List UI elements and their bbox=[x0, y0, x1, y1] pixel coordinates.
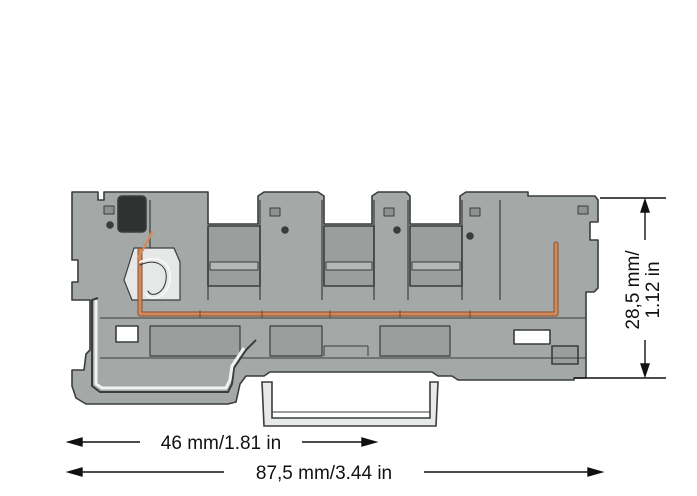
window-right bbox=[513, 329, 551, 345]
height-arrow-up bbox=[640, 197, 650, 213]
copper-busbar-icon bbox=[136, 230, 559, 318]
din-rail-clip-icon bbox=[261, 381, 439, 427]
total-width-arrow-right bbox=[587, 467, 605, 477]
marker-slot-5 bbox=[577, 205, 589, 215]
short-width-arrow-left bbox=[65, 437, 83, 447]
clamp-cavity bbox=[123, 247, 181, 301]
short-width-arrow-right bbox=[361, 437, 379, 447]
window-left bbox=[115, 325, 139, 343]
cavity-mid bbox=[323, 225, 375, 287]
marker-slot-2 bbox=[383, 207, 395, 217]
height-label-line2: 1.12 in bbox=[643, 261, 664, 318]
spring-arm-inner bbox=[94, 300, 246, 390]
ridge-1 bbox=[209, 261, 259, 271]
clamp-spring-wire bbox=[136, 230, 154, 260]
spring-loop bbox=[139, 257, 172, 299]
cavity-left bbox=[207, 225, 261, 287]
hole-1 bbox=[281, 226, 289, 234]
spring-loop-outline bbox=[139, 261, 167, 295]
hole-2 bbox=[393, 226, 401, 234]
lower-chambers bbox=[149, 325, 451, 357]
spring-arm-outer bbox=[91, 297, 257, 393]
total-width-label: 87,5 mm/3.44 in bbox=[256, 463, 392, 484]
hole-4 bbox=[106, 221, 114, 229]
total-width-arrow-left bbox=[65, 467, 83, 477]
ridge-3 bbox=[411, 261, 461, 271]
height-arrow-down bbox=[640, 363, 650, 379]
marker-slot-3 bbox=[469, 207, 481, 217]
ridge-2 bbox=[325, 261, 373, 271]
busbar-joints bbox=[199, 310, 471, 318]
height-label: 28,5 mm/ 1.12 in bbox=[623, 250, 664, 330]
hole-3 bbox=[466, 232, 474, 240]
window-lower-right bbox=[551, 345, 579, 365]
rail-clip-outer bbox=[261, 381, 439, 427]
cavity-right bbox=[409, 225, 463, 287]
lower-detail-lines bbox=[100, 317, 586, 359]
marker-slot-1 bbox=[269, 207, 281, 217]
height-label-line1: 28,5 mm/ bbox=[623, 250, 644, 330]
terminal-block-drawing bbox=[71, 191, 599, 405]
busbar bbox=[138, 242, 558, 316]
marker-slot-4 bbox=[103, 205, 115, 215]
dimension-annotations bbox=[65, 197, 666, 477]
release-slot bbox=[117, 195, 147, 233]
short-width-label: 46 mm/1.81 in bbox=[161, 433, 281, 454]
